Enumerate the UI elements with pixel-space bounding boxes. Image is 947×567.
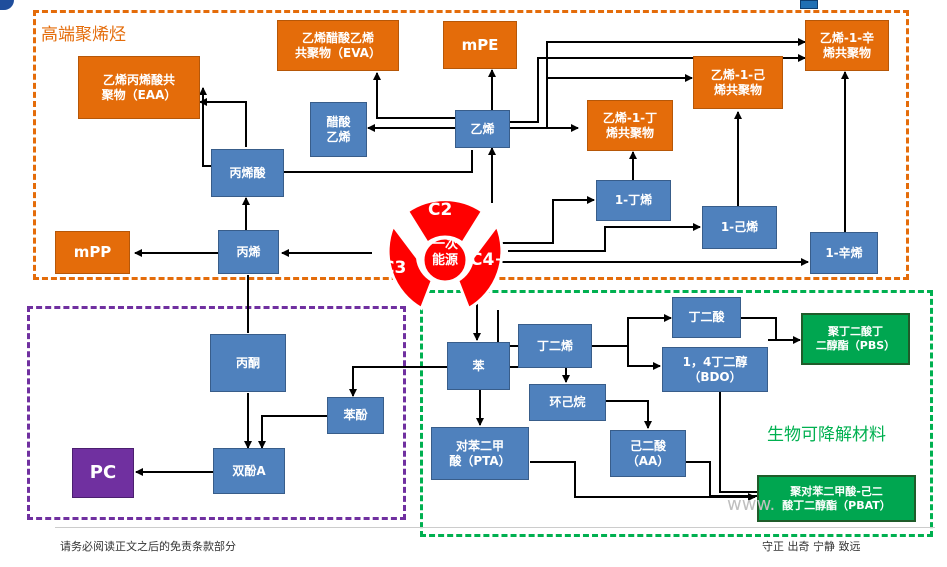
node-propylene: 丙烯 xyxy=(218,230,279,274)
core-segment-c3 xyxy=(386,222,435,311)
core-label-c4: C4+ xyxy=(470,250,509,270)
chemicals-region xyxy=(27,306,406,520)
node-ethylene-hexene-copolymer: 乙烯-1-己 烯共聚物 xyxy=(693,56,783,109)
node-butadiene: 丁二烯 xyxy=(518,324,592,368)
node-1-hexene: 1-己烯 xyxy=(702,206,777,249)
logo-fragment xyxy=(0,0,14,10)
node-benzene: 苯 xyxy=(447,342,510,390)
high-end-polyolefins-title: 高端聚烯烃 xyxy=(41,25,126,45)
node-acrylic-acid: 丙烯酸 xyxy=(211,149,284,197)
node-succinic-acid: 丁二酸 xyxy=(672,297,741,338)
header-icon-fragment xyxy=(800,0,818,9)
node-eaa: 乙烯丙烯酸共 聚物（EAA） xyxy=(78,56,200,119)
node-pc: PC xyxy=(72,448,134,498)
node-mpp: mPP xyxy=(55,231,130,274)
node-pbs: 聚丁二酸丁 二醇酯（PBS） xyxy=(801,313,910,365)
core-label-c3: C3 xyxy=(382,258,407,278)
node-pta: 对苯二甲 酸（PTA） xyxy=(431,427,529,480)
core-segment-c4 xyxy=(455,222,504,311)
node-ethylene-butene-copolymer: 乙烯-1-丁 烯共聚物 xyxy=(587,100,673,151)
node-pbat: 聚对苯二甲酸-己二 酸丁二醇酯（PBAT） xyxy=(757,475,916,522)
node-1-butene: 1-丁烯 xyxy=(596,180,671,221)
node-phenol: 苯酚 xyxy=(327,397,384,434)
footer-divider xyxy=(55,527,935,528)
footer-motto: 守正 出奇 宁静 致远 xyxy=(762,540,861,553)
node-ethylene: 乙烯 xyxy=(455,110,510,148)
node-bisphenol-a: 双酚A xyxy=(213,448,285,494)
biodegradable-title: 生物可降解材料 xyxy=(767,425,886,445)
core-center xyxy=(421,236,469,284)
biodegradable-region xyxy=(420,290,933,537)
core-label-c2: C2 xyxy=(428,200,453,220)
node-vinyl-acetate: 醋酸 乙烯 xyxy=(310,102,367,157)
node-mpe: mPE xyxy=(443,21,517,69)
node-bdo: 1，4丁二醇 （BDO） xyxy=(662,347,768,392)
node-acetone: 丙酮 xyxy=(210,334,286,392)
watermark-text: www. xyxy=(727,494,776,515)
node-adipic-acid: 己二酸 （AA） xyxy=(610,430,686,477)
node-eva: 乙烯醋酸乙烯 共聚物（EVA） xyxy=(277,20,399,71)
footer-disclaimer: 请务必阅读正文之后的免责条款部分 xyxy=(60,540,236,553)
node-1-octene: 1-辛烯 xyxy=(810,232,878,274)
node-ethylene-octene-copolymer: 乙烯-1-辛 烯共聚物 xyxy=(805,20,889,71)
node-cyclohexane: 环己烷 xyxy=(529,384,606,421)
core-label-primary-energy: 一次 能源 xyxy=(431,236,458,268)
